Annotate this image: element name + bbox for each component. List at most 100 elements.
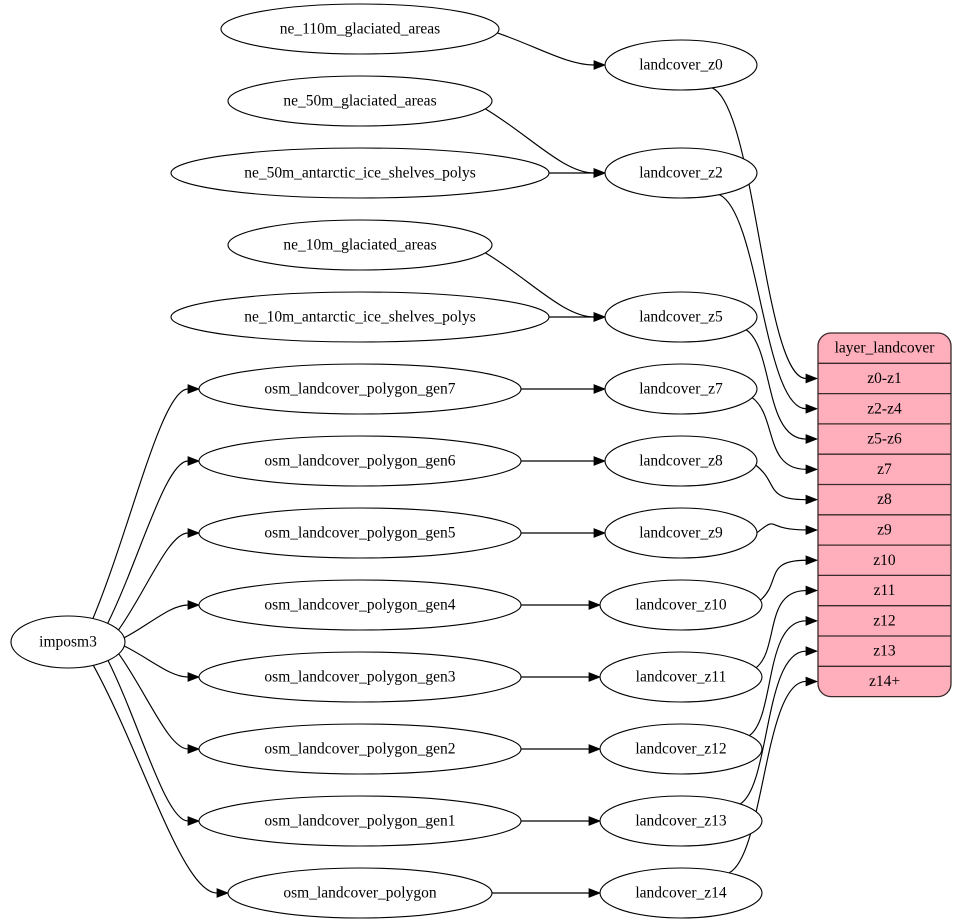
node-label: landcover_z0 xyxy=(639,57,723,74)
node-label: osm_landcover_polygon_gen4 xyxy=(264,597,455,614)
arrowhead-imposm3-to-osm_landcover_polygon xyxy=(216,888,230,898)
edge-landcover_z12-to-row-z12 xyxy=(749,620,807,737)
edge-imposm3-to-osm_landcover_polygon_gen7 xyxy=(92,388,189,619)
node-ne_10m_glaciated_areas[interactable]: ne_10m_glaciated_areas xyxy=(227,219,493,271)
node-label: ne_50m_glaciated_areas xyxy=(283,93,436,110)
arrowhead-imposm3-to-osm_landcover_polygon_gen2 xyxy=(187,744,201,754)
node-label: ne_10m_glaciated_areas xyxy=(283,237,436,254)
edge-ne_50m_glaciated_areas-to-landcover_z2 xyxy=(485,108,595,174)
node-osm_landcover_polygon_gen6[interactable]: osm_landcover_polygon_gen6 xyxy=(198,435,522,487)
node-landcover_z5[interactable]: landcover_z5 xyxy=(604,291,758,343)
node-landcover_z11[interactable]: landcover_z11 xyxy=(599,651,763,703)
node-osm_landcover_polygon_gen3[interactable]: osm_landcover_polygon_gen3 xyxy=(198,651,522,703)
node-osm_landcover_polygon_gen5[interactable]: osm_landcover_polygon_gen5 xyxy=(198,507,522,559)
arrowhead-landcover_z12-to-row-z12 xyxy=(805,615,819,626)
node-label: landcover_z10 xyxy=(635,597,726,614)
arrowhead-imposm3-to-osm_landcover_polygon_gen6 xyxy=(187,456,201,466)
node-landcover_z14[interactable]: landcover_z14 xyxy=(599,867,763,919)
edge-imposm3-to-osm_landcover_polygon_gen4 xyxy=(123,604,189,639)
node-label: osm_landcover_polygon_gen5 xyxy=(264,525,455,542)
node-landcover_z2[interactable]: landcover_z2 xyxy=(604,147,758,199)
node-landcover_z9[interactable]: landcover_z9 xyxy=(604,507,758,559)
node-ne_110m_glaciated_areas[interactable]: ne_110m_glaciated_areas xyxy=(220,3,500,55)
table-layer_landcover[interactable]: layer_landcoverz0-z1z2-z4z5-z6z7z8z9z10z… xyxy=(817,332,952,698)
table-row-label: z0-z1 xyxy=(867,370,901,387)
nodes-layer: imposm3 ne_110m_glaciated_areas ne_50m_gla… xyxy=(10,3,763,919)
arrowhead-osm_landcover_polygon_gen7-to-landcover_z7 xyxy=(593,384,607,394)
node-osm_landcover_polygon_gen2[interactable]: osm_landcover_polygon_gen2 xyxy=(198,723,522,775)
node-ne_10m_antarctic_ice_shelves_polys[interactable]: ne_10m_antarctic_ice_shelves_polys xyxy=(170,291,550,343)
node-landcover_z12[interactable]: landcover_z12 xyxy=(599,723,763,775)
edge-ne_10m_glaciated_areas-to-landcover_z5 xyxy=(485,252,595,318)
node-label: landcover_z13 xyxy=(635,813,726,830)
table-row-label: z14+ xyxy=(869,673,900,690)
node-landcover_z0[interactable]: landcover_z0 xyxy=(604,39,758,91)
edge-landcover_z2-to-row-z2-z4 xyxy=(719,194,807,410)
arrowhead-landcover_z2-to-row-z2-z4 xyxy=(805,403,819,414)
node-landcover_z13[interactable]: landcover_z13 xyxy=(599,795,763,847)
layer-node-ellipse xyxy=(604,147,758,199)
table-row-label: z13 xyxy=(873,643,896,660)
source-node-ellipse xyxy=(10,615,126,669)
layer-node-ellipse xyxy=(599,579,763,631)
node-osm_landcover_polygon_gen4[interactable]: osm_landcover_polygon_gen4 xyxy=(198,579,522,631)
layer-node-ellipse xyxy=(604,291,758,343)
node-osm_landcover_polygon_gen1[interactable]: osm_landcover_polygon_gen1 xyxy=(198,795,522,847)
node-label: landcover_z8 xyxy=(639,453,723,470)
arrowhead-osm_landcover_polygon-to-landcover_z14 xyxy=(588,888,602,898)
arrowhead-osm_landcover_polygon_gen6-to-landcover_z8 xyxy=(593,456,607,466)
edge-ne_110m_glaciated_areas-to-landcover_z0 xyxy=(497,32,595,66)
node-landcover_z8[interactable]: landcover_z8 xyxy=(604,435,758,487)
input-node-ellipse xyxy=(198,507,522,559)
edge-landcover_z0-to-row-z0-z1 xyxy=(711,87,807,380)
layer-node-ellipse xyxy=(599,867,763,919)
arrowhead-imposm3-to-osm_landcover_polygon_gen1 xyxy=(187,816,201,826)
arrowhead-landcover_z13-to-row-z13 xyxy=(805,646,819,657)
table-header-label: layer_landcover xyxy=(835,340,936,357)
layer-node-ellipse xyxy=(604,435,758,487)
edge-landcover_z8-to-row-z8 xyxy=(755,464,807,501)
layer-node-ellipse xyxy=(604,363,758,415)
edge-landcover_z13-to-row-z13 xyxy=(739,650,807,805)
edge-landcover_z10-to-row-z10 xyxy=(760,559,807,601)
arrowhead-landcover_z5-to-row-z5-z6 xyxy=(805,434,819,444)
arrowhead-landcover_z8-to-row-z8 xyxy=(805,494,819,505)
table-row-label: z5-z6 xyxy=(867,431,902,448)
node-ne_50m_antarctic_ice_shelves_polys[interactable]: ne_50m_antarctic_ice_shelves_polys xyxy=(170,147,550,199)
node-label: osm_landcover_polygon_gen3 xyxy=(264,669,455,686)
input-node-ellipse xyxy=(170,147,550,199)
node-landcover_z10[interactable]: landcover_z10 xyxy=(599,579,763,631)
arrowhead-osm_landcover_polygon_gen2-to-landcover_z12 xyxy=(588,744,602,754)
arrowhead-landcover_z14-to-row-z14 xyxy=(805,676,819,687)
node-imposm3[interactable]: imposm3 xyxy=(10,615,126,669)
node-label: osm_landcover_polygon xyxy=(283,885,437,902)
node-ne_50m_glaciated_areas[interactable]: ne_50m_glaciated_areas xyxy=(227,75,493,127)
table-row-label: z8 xyxy=(877,491,892,508)
layer-node-ellipse xyxy=(604,507,758,559)
node-osm_landcover_polygon[interactable]: osm_landcover_polygon xyxy=(227,867,493,919)
layer-node-ellipse xyxy=(599,795,763,847)
edge-imposm3-to-osm_landcover_polygon_gen5 xyxy=(118,532,189,631)
input-node-ellipse xyxy=(198,651,522,703)
input-node-ellipse xyxy=(220,3,500,55)
edge-landcover_z14-to-row-z14 xyxy=(728,680,807,874)
table-row-label: z12 xyxy=(873,612,895,629)
input-node-ellipse xyxy=(198,795,522,847)
node-label: osm_landcover_polygon_gen7 xyxy=(264,381,455,398)
node-osm_landcover_polygon_gen7[interactable]: osm_landcover_polygon_gen7 xyxy=(198,363,522,415)
node-label: imposm3 xyxy=(39,634,97,651)
input-node-ellipse xyxy=(198,435,522,487)
arrowhead-landcover_z0-to-row-z0-z1 xyxy=(805,373,819,384)
arrowhead-landcover_z9-to-row-z9 xyxy=(805,525,819,535)
layer-node-ellipse xyxy=(599,651,763,703)
input-node-ellipse xyxy=(198,723,522,775)
node-label: landcover_z2 xyxy=(639,165,723,182)
node-label: landcover_z12 xyxy=(635,741,726,758)
arrowhead-imposm3-to-osm_landcover_polygon_gen7 xyxy=(187,384,201,394)
arrowhead-landcover_z11-to-row-z11 xyxy=(805,585,819,596)
node-landcover_z7[interactable]: landcover_z7 xyxy=(604,363,758,415)
input-node-ellipse xyxy=(227,219,493,271)
table-row-label: z9 xyxy=(877,522,892,539)
arrowhead-osm_landcover_polygon_gen1-to-landcover_z13 xyxy=(588,816,602,826)
node-label: osm_landcover_polygon_gen6 xyxy=(264,453,455,470)
